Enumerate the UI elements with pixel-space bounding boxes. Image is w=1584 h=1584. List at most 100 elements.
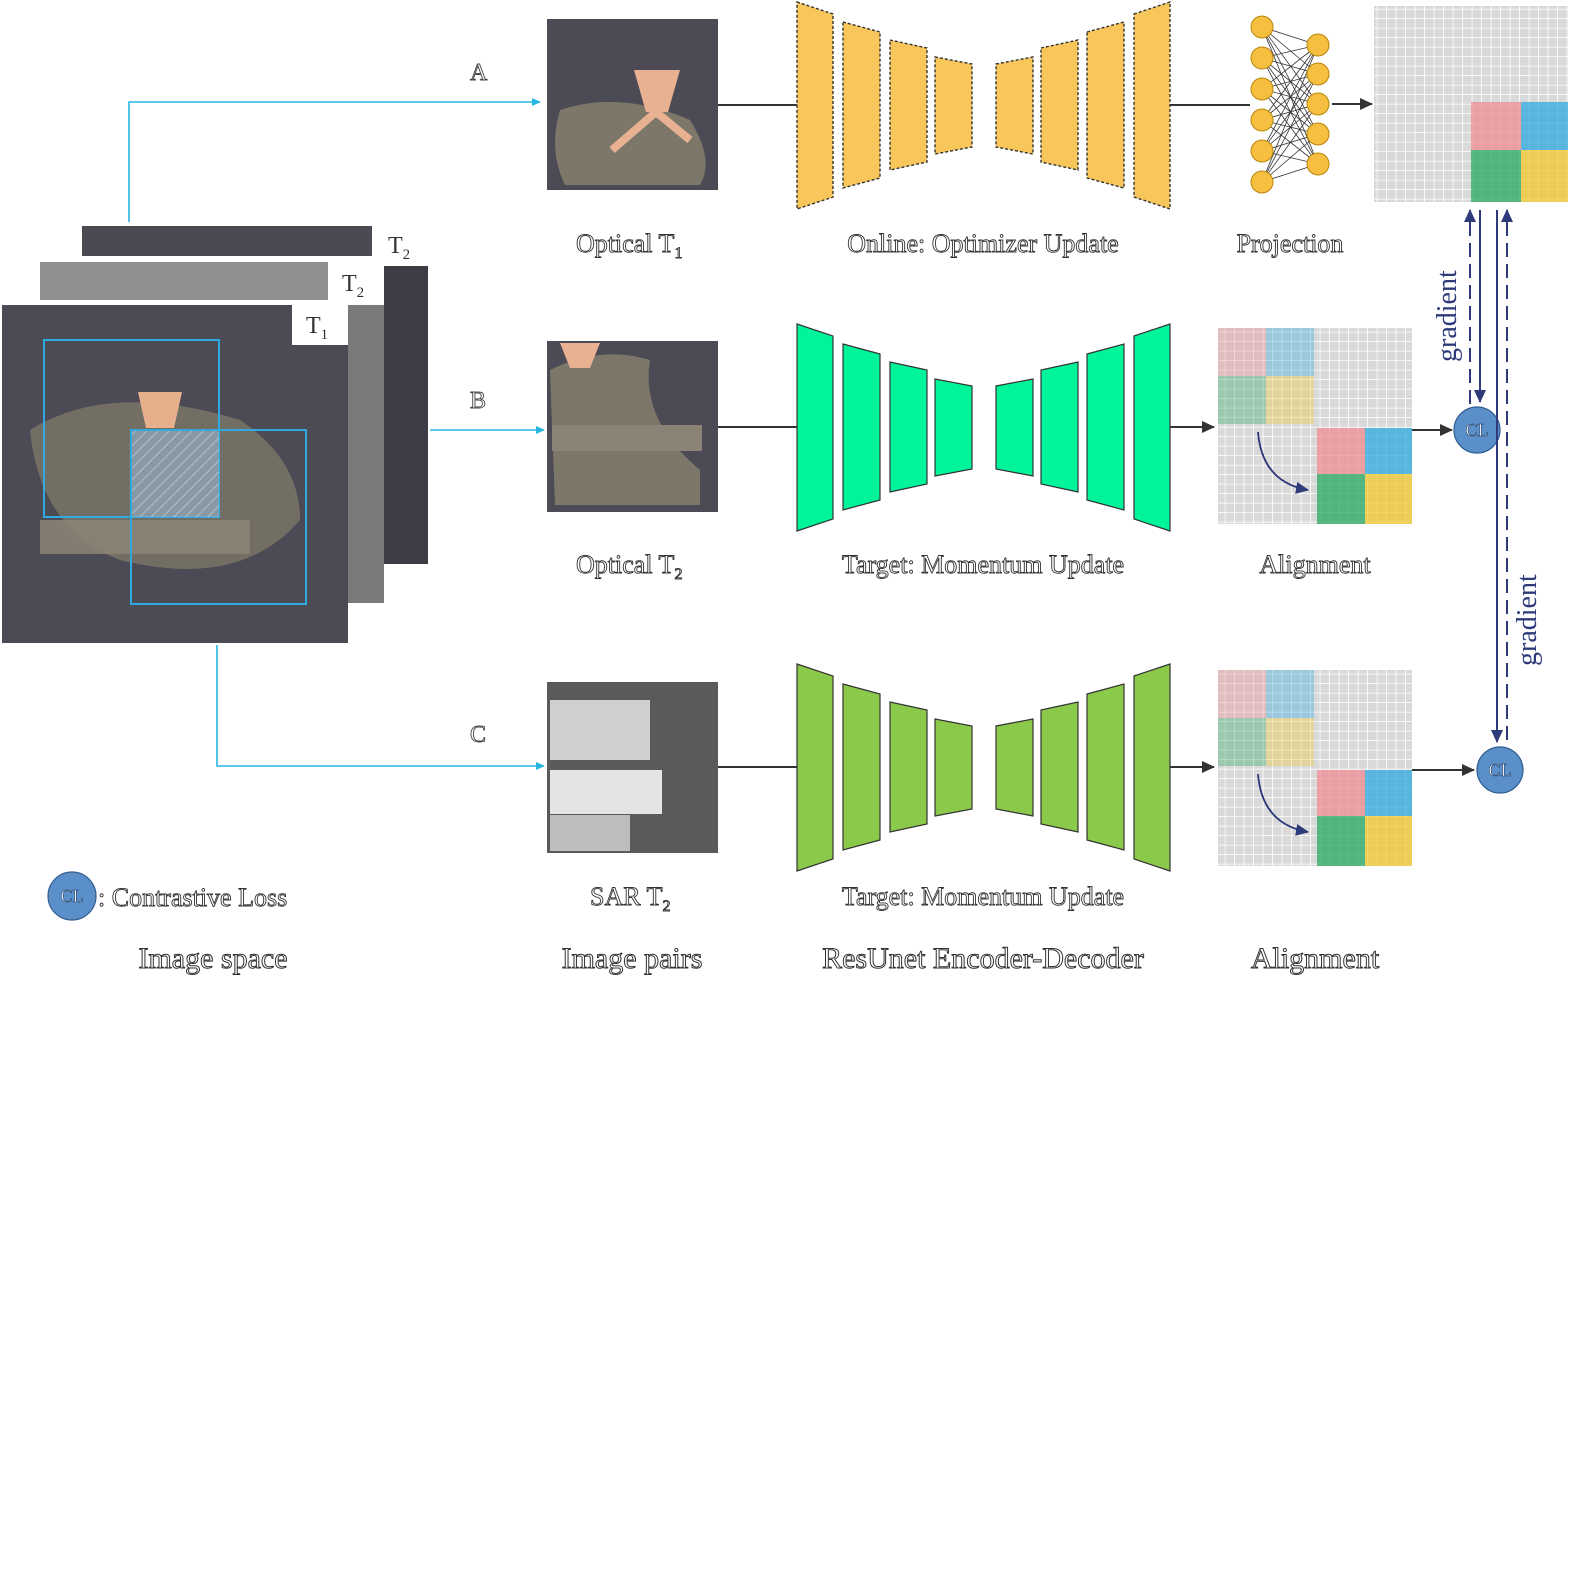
alignment-grid-c <box>1218 670 1475 866</box>
network-a-label: Online: Optimizer Update <box>847 229 1118 258</box>
pair-a-label: Optical T1 <box>576 229 682 262</box>
alignment-c-label: Alignment <box>1251 942 1380 975</box>
gradient-label-top: gradient <box>1432 270 1463 362</box>
connector-c <box>216 645 545 770</box>
grid-b-shift-arrow <box>1257 431 1309 494</box>
network-c-dec-1 <box>995 718 1034 817</box>
stack-mid-label-bg <box>328 262 384 302</box>
legend-text: : Contrastive Loss <box>98 883 287 912</box>
pair-c-label: SAR T2 <box>590 882 671 915</box>
network-c-enc-3 <box>889 701 928 833</box>
grid-a-overlay <box>1471 102 1568 202</box>
column-title-image-pairs: Image pairs <box>562 942 703 975</box>
stack-back-side <box>384 266 428 564</box>
legend: CL : Contrastive Loss <box>47 871 288 921</box>
image-pair-a <box>547 19 718 190</box>
crop-box-b <box>130 429 307 605</box>
pair-a-piers <box>609 108 693 154</box>
connector-a <box>128 98 541 222</box>
pair-c-runway <box>550 770 662 814</box>
network-c-label: Target: Momentum Update <box>842 882 1124 911</box>
network-b-enc-3 <box>889 361 928 493</box>
alignment-b-label: Alignment <box>1259 550 1371 579</box>
network-c-enc-2 <box>842 683 881 851</box>
cl-node-b: CL <box>1453 406 1501 454</box>
network-a-dec-4 <box>1133 1 1171 210</box>
pair-a-terminal <box>634 70 680 112</box>
stack-front-label: T1 <box>306 313 328 343</box>
grid-c-ghost-blue <box>1266 670 1314 718</box>
projection-label: Projection <box>1237 229 1344 258</box>
alignment-grid-b <box>1218 328 1453 524</box>
feature-grid-a <box>1374 6 1568 202</box>
stack-mid-image <box>40 262 328 300</box>
pair-b-runway <box>552 425 702 451</box>
network-a-enc-3 <box>889 39 928 171</box>
branch-c-letter: C <box>470 722 486 748</box>
network-c-enc-1 <box>796 663 834 872</box>
branch-a-letter: A <box>470 60 488 86</box>
image-stack: T2 T2 T1 <box>2 226 428 643</box>
grid-c-overlay <box>1317 770 1412 866</box>
grid-c-ghost-green <box>1218 718 1266 766</box>
pair-c-bright-area <box>550 700 650 760</box>
network-c-dec-3 <box>1086 683 1125 851</box>
network-b-enc-4 <box>934 378 973 477</box>
grid-b-overlay <box>1317 428 1412 524</box>
network-b-enc-1 <box>796 323 834 532</box>
grid-b-ghost-red <box>1218 328 1266 376</box>
pair-c-lower <box>550 815 630 851</box>
column-title-image-space: Image space <box>138 942 287 975</box>
network-b-label: Target: Momentum Update <box>842 550 1124 579</box>
crop-overlap <box>131 430 219 517</box>
stack-front-terminal <box>138 392 182 428</box>
grid-c-shift-arrow <box>1257 773 1309 836</box>
grid-b-ghost-blue <box>1266 328 1314 376</box>
cl-node-c: CL <box>1476 746 1524 794</box>
stack-mid-side <box>348 305 384 603</box>
gradient-arrows <box>1464 209 1513 743</box>
network-b <box>718 323 1215 532</box>
branch-b-letter: B <box>470 388 486 414</box>
network-a-enc-1 <box>796 1 834 210</box>
cl-node-b-text: CL <box>1465 420 1488 440</box>
stack-back-image <box>82 226 372 256</box>
network-b-enc-2 <box>842 343 881 511</box>
network-a-dec-3 <box>1086 21 1125 189</box>
network-b-dec-2 <box>1040 361 1079 493</box>
cl-node-c-text: CL <box>1488 760 1511 780</box>
network-c-dec-4 <box>1133 663 1171 872</box>
gradient-label-bottom: gradient <box>1512 574 1543 666</box>
grid-c-ghost-yellow <box>1266 718 1314 766</box>
network-c-enc-4 <box>934 718 973 817</box>
network-b-dec-3 <box>1086 343 1125 511</box>
stack-back-label: T2 <box>388 233 410 263</box>
projection-head <box>1250 15 1373 194</box>
projection-input-nodes <box>1250 15 1274 194</box>
image-pair-c <box>547 682 718 853</box>
stack-back-label-bg <box>372 226 412 264</box>
pair-b-terminal <box>560 343 600 368</box>
grid-b-ghost-yellow <box>1266 376 1314 424</box>
network-a <box>718 1 1250 210</box>
connectors <box>128 98 545 770</box>
image-pair-b <box>547 341 718 512</box>
pair-b-label: Optical T2 <box>576 550 682 583</box>
network-a-enc-4 <box>934 56 973 155</box>
legend-cl-symbol <box>47 871 97 921</box>
network-a-dec-2 <box>1040 39 1079 171</box>
network-a-dec-1 <box>995 56 1034 155</box>
network-b-dec-4 <box>1133 323 1171 532</box>
network-b-dec-1 <box>995 378 1034 477</box>
network-c-dec-2 <box>1040 701 1079 833</box>
projection-output-nodes <box>1306 33 1330 176</box>
grid-b-ghost-green <box>1218 376 1266 424</box>
legend-cl-symbol-text: CL <box>60 886 83 906</box>
grid-c-ghost-red <box>1218 670 1266 718</box>
column-title-encoder-decoder: ResUnet Encoder-Decoder <box>822 942 1144 975</box>
network-a-enc-2 <box>842 21 881 189</box>
projection-edges <box>1261 26 1319 183</box>
network-c <box>718 663 1215 872</box>
stack-front-runway <box>40 520 250 554</box>
